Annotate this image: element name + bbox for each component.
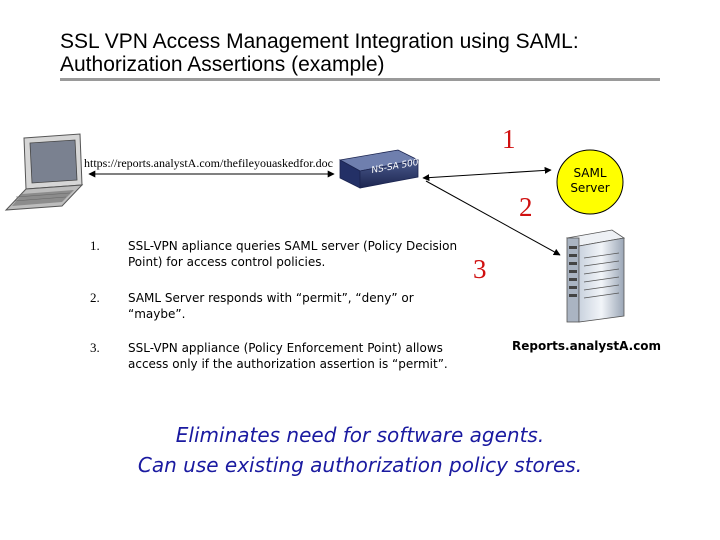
- saml-server-node: [556, 149, 624, 215]
- step-number: 3.: [90, 340, 100, 355]
- server-tower-icon: [565, 229, 626, 323]
- title-line-1: SSL VPN Access Management Integration us…: [60, 30, 579, 53]
- slide-title: SSL VPN Access Management Integration us…: [60, 30, 579, 76]
- saml-server-label: SAML Server: [561, 166, 619, 196]
- summary-text: Eliminates need for software agents. Can…: [60, 420, 660, 480]
- summary-line-2: Can use existing authorization policy st…: [137, 453, 583, 477]
- marker-3: 3: [473, 254, 487, 284]
- saml-label-line-2: Server: [570, 181, 610, 195]
- marker-1: 1: [502, 124, 516, 154]
- step-text: SAML Server responds with “permit”, “den…: [128, 291, 414, 321]
- title-line-2: Authorization Assertions (example): [60, 53, 385, 76]
- arrow-appliance-to-server: [425, 180, 561, 256]
- title-divider: [60, 78, 660, 81]
- step-number: 2.: [90, 290, 100, 305]
- step-number: 1.: [90, 238, 100, 253]
- marker-2: 2: [519, 192, 533, 222]
- summary-line-1: Eliminates need for software agents.: [175, 423, 545, 447]
- laptop-icon: [4, 133, 84, 211]
- saml-label-line-1: SAML: [573, 166, 607, 180]
- ssl-vpn-appliance-icon: NS-SA 5000: [338, 149, 425, 189]
- arrow-appliance-to-saml: [422, 166, 552, 182]
- request-url: https://reports.analystA.com/thefileyoua…: [84, 156, 333, 170]
- server-hostname: Reports.analystA.com: [512, 339, 662, 353]
- step-text: SSL-VPN apliance queries SAML server (Po…: [128, 239, 458, 269]
- step-text: SSL-VPN appliance (Policy Enforcement Po…: [128, 341, 448, 371]
